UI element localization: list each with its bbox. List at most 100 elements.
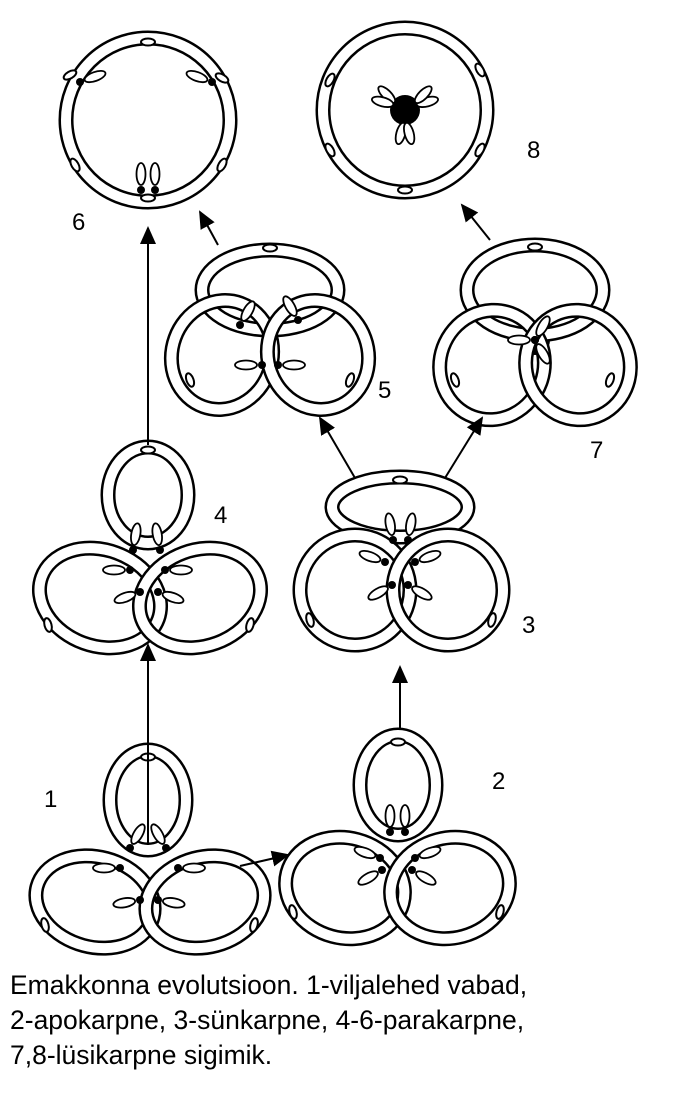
ovule (535, 343, 551, 365)
ovule (367, 585, 389, 601)
vascular-bundle (392, 475, 408, 485)
wall-gap (385, 832, 515, 944)
vascular-bundle (449, 372, 461, 388)
ovule (83, 69, 107, 84)
ovule (112, 897, 137, 909)
vascular-bundle (140, 193, 156, 203)
placenta-dot (126, 566, 134, 574)
vascular-bundle (140, 37, 156, 47)
ovary-wall (58, 30, 238, 210)
ovule (282, 359, 306, 371)
placenta-dot (208, 78, 216, 86)
placenta-dot (154, 588, 162, 596)
wall-gap (388, 530, 508, 650)
label-1: 1 (44, 786, 58, 813)
placenta-dot (76, 78, 84, 86)
ovule (185, 69, 209, 84)
placenta-dot (137, 186, 145, 194)
ovule (399, 804, 411, 828)
ovule (149, 162, 161, 186)
ovule (413, 85, 433, 104)
wall-gap (61, 33, 235, 207)
vascular-bundle (390, 737, 406, 747)
wall-gap (34, 543, 166, 653)
placenta-dot (258, 361, 266, 369)
vascular-bundle (495, 904, 505, 920)
vascular-bundle (262, 243, 278, 253)
vascular-bundle (216, 157, 228, 173)
figure-caption: Emakkonna evolutsioon. 1-viljalehed vaba… (10, 968, 700, 1073)
carpel-wall (131, 540, 269, 656)
ovule (234, 359, 258, 371)
ovule (403, 121, 416, 146)
evolution-arrow (199, 210, 219, 246)
placenta-dot (407, 102, 416, 110)
wall-gap (520, 305, 636, 425)
placenta-dot (151, 186, 159, 194)
vascular-bundle (214, 72, 230, 84)
label-4: 4 (214, 502, 228, 529)
ovule (150, 823, 166, 845)
placenta-dot (401, 828, 409, 836)
vascular-bundle (43, 617, 53, 633)
placenta-dot (154, 896, 162, 904)
carpel-wall (518, 302, 638, 428)
label-2: 2 (492, 768, 506, 795)
placenta-dot (162, 844, 170, 852)
placenta-dot (404, 581, 412, 589)
vascular-bundle (324, 72, 336, 88)
evolution-arrow (318, 416, 356, 479)
placenta-dot (411, 854, 419, 862)
placenta-dot (388, 581, 396, 589)
vascular-bundle (474, 62, 486, 78)
vascular-bundle (324, 142, 336, 158)
placenta-dot (136, 588, 144, 596)
caption-line: 7,8-lüsikarpne sigimik. (10, 1040, 273, 1070)
label-7: 7 (590, 437, 604, 464)
wall-gap (134, 543, 266, 653)
ovule (161, 897, 186, 909)
vascular-bundle (40, 917, 50, 933)
ovule (418, 845, 442, 860)
caption-line: Emakkonna evolutsioon. 1-viljalehed vaba… (10, 970, 528, 1000)
ovule (411, 585, 433, 601)
carpel-wall (385, 527, 511, 653)
vascular-bundle (140, 445, 156, 455)
ovule (161, 590, 185, 605)
placenta-dot (386, 828, 394, 836)
vascular-bundle (69, 157, 81, 173)
evolution-arrow (444, 416, 484, 479)
vascular-bundle (305, 612, 315, 628)
ovule (384, 512, 396, 537)
ovule (113, 590, 137, 605)
wall-gap (280, 832, 410, 944)
ovule (371, 95, 395, 108)
caption-line: 2-apokarpne, 3-sünkarpne, 4-6-parakarpne… (10, 1005, 525, 1035)
placenta-dot (394, 102, 403, 110)
wall-gap (355, 730, 441, 840)
ovule (169, 564, 193, 576)
ovule (353, 845, 377, 860)
wall-gap (295, 530, 415, 650)
vascular-bundle (397, 185, 413, 195)
ovule (151, 522, 163, 547)
vascular-bundle (288, 904, 298, 920)
carpel-wall (383, 829, 517, 947)
vascular-bundle (184, 372, 196, 388)
label-6: 6 (72, 209, 86, 236)
placenta-dot (129, 546, 137, 554)
ovule (507, 334, 531, 346)
ovule (384, 804, 396, 828)
placenta-dot (408, 866, 416, 874)
placenta-dot (401, 114, 409, 122)
vascular-bundle (344, 372, 356, 388)
carpel-wall (259, 293, 377, 417)
ovule (535, 315, 551, 337)
ovule (102, 564, 126, 576)
carpel-wall (352, 727, 444, 843)
ovule (415, 870, 437, 886)
vascular-bundle (62, 69, 78, 81)
wall-gap (103, 442, 193, 548)
ovule (182, 862, 206, 874)
wall-gap (262, 295, 374, 415)
